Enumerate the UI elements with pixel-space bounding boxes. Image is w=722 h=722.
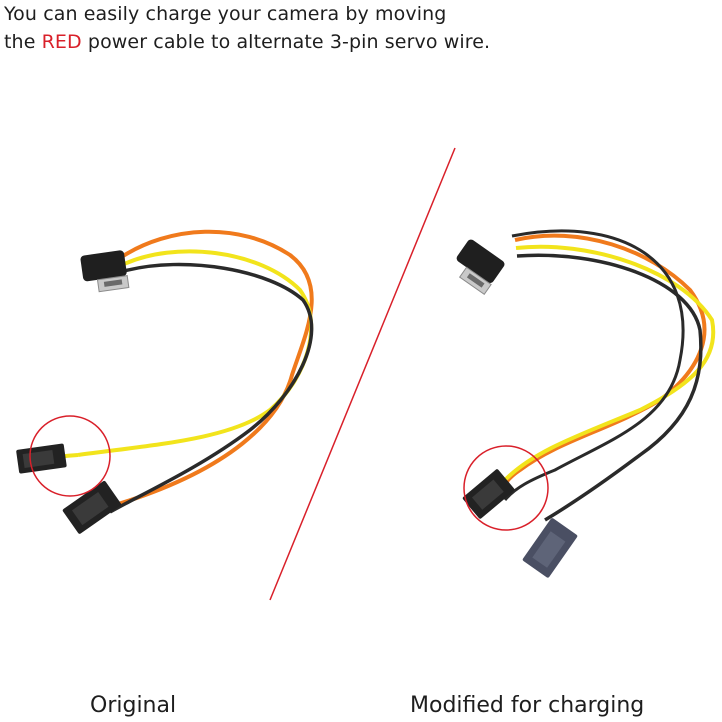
original-highlight-circle xyxy=(29,415,111,497)
modified-highlight-circle xyxy=(463,445,549,531)
caption-modified: Modified for charging xyxy=(410,693,645,718)
divider-line xyxy=(269,147,456,601)
modified-blue-servo-plug-icon xyxy=(522,518,578,578)
original-black-wire xyxy=(109,262,314,514)
headline: You can easily charge your camera by mov… xyxy=(4,0,490,56)
modified-servo-plug-icon xyxy=(462,469,515,519)
modified-yellow-wire xyxy=(503,244,716,482)
micro-usb-connector-icon xyxy=(80,250,130,293)
headline-line-2: the RED power cable to alternate 3-pin s… xyxy=(4,28,490,56)
original-orange-wire xyxy=(114,229,314,507)
headline-red-word: RED xyxy=(41,31,82,53)
original-lower-servo-plug-icon xyxy=(62,480,122,534)
modified-black-wire xyxy=(516,253,703,522)
modified-cable-photo xyxy=(456,229,716,578)
headline-line-2-start: the xyxy=(4,31,42,53)
modified-black-wire-2 xyxy=(503,229,685,501)
headline-line-2-end: power cable to alternate 3-pin servo wir… xyxy=(81,31,491,53)
caption-original: Original xyxy=(90,693,177,718)
modified-micro-usb-connector-icon xyxy=(456,239,505,296)
modified-orange-wire xyxy=(496,233,707,501)
headline-line-1: You can easily charge your camera by mov… xyxy=(4,3,447,25)
original-cable-photo xyxy=(16,229,314,534)
original-servo-plug-icon xyxy=(16,443,67,474)
